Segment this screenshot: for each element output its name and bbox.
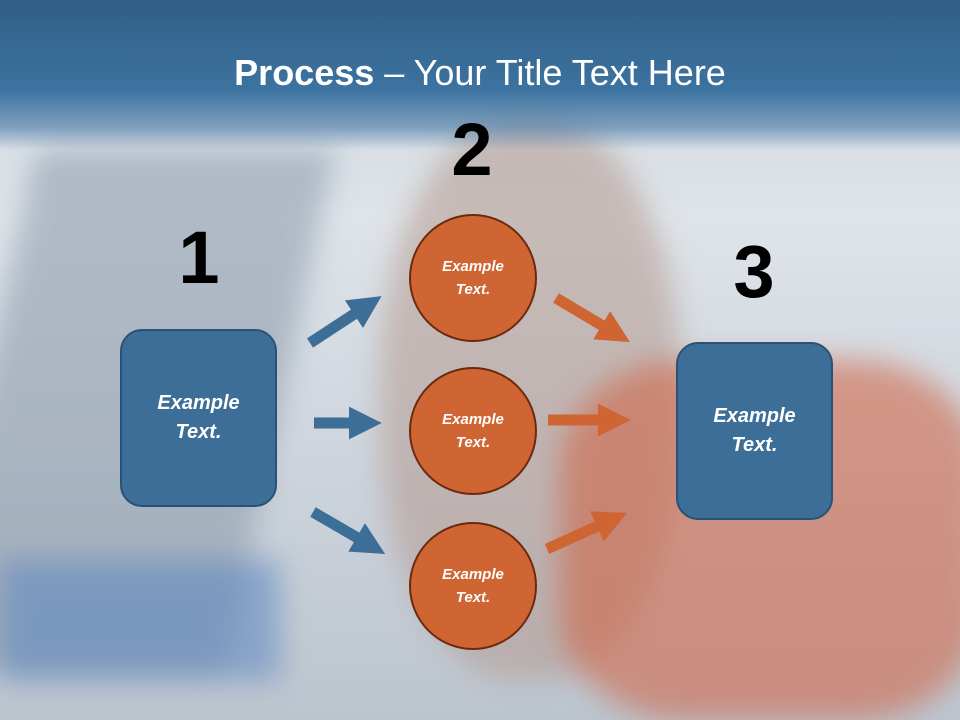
- step-2-circle-3: Example Text.: [409, 522, 537, 650]
- step-3-label: Example Text.: [713, 405, 796, 456]
- circle-label: Example Text.: [442, 258, 504, 298]
- step-2-circle-1: Example Text.: [409, 214, 537, 342]
- step-number-2: 2: [451, 108, 493, 191]
- step-1-label: Example Text.: [157, 392, 240, 443]
- circle-label: Example Text.: [442, 566, 504, 606]
- slide-title: Process – Your Title Text Here: [0, 52, 960, 94]
- arrow-down-right-orange: [553, 293, 631, 343]
- step-1-box: Example Text.: [120, 329, 277, 507]
- background-laptop-base: [0, 560, 280, 680]
- step-number-3: 3: [733, 230, 775, 313]
- step-number-1: 1: [178, 216, 220, 299]
- step-3-box: Example Text.: [676, 342, 833, 520]
- arrow-up-right-orange: [544, 511, 628, 555]
- arrow-up-right-blue: [306, 296, 382, 348]
- title-bold: Process: [234, 52, 375, 93]
- arrow-down-right-blue: [310, 507, 386, 554]
- title-rest: – Your Title Text Here: [374, 52, 726, 93]
- circle-label: Example Text.: [442, 411, 504, 451]
- step-2-circle-2: Example Text.: [409, 367, 537, 495]
- header-band: [0, 0, 960, 150]
